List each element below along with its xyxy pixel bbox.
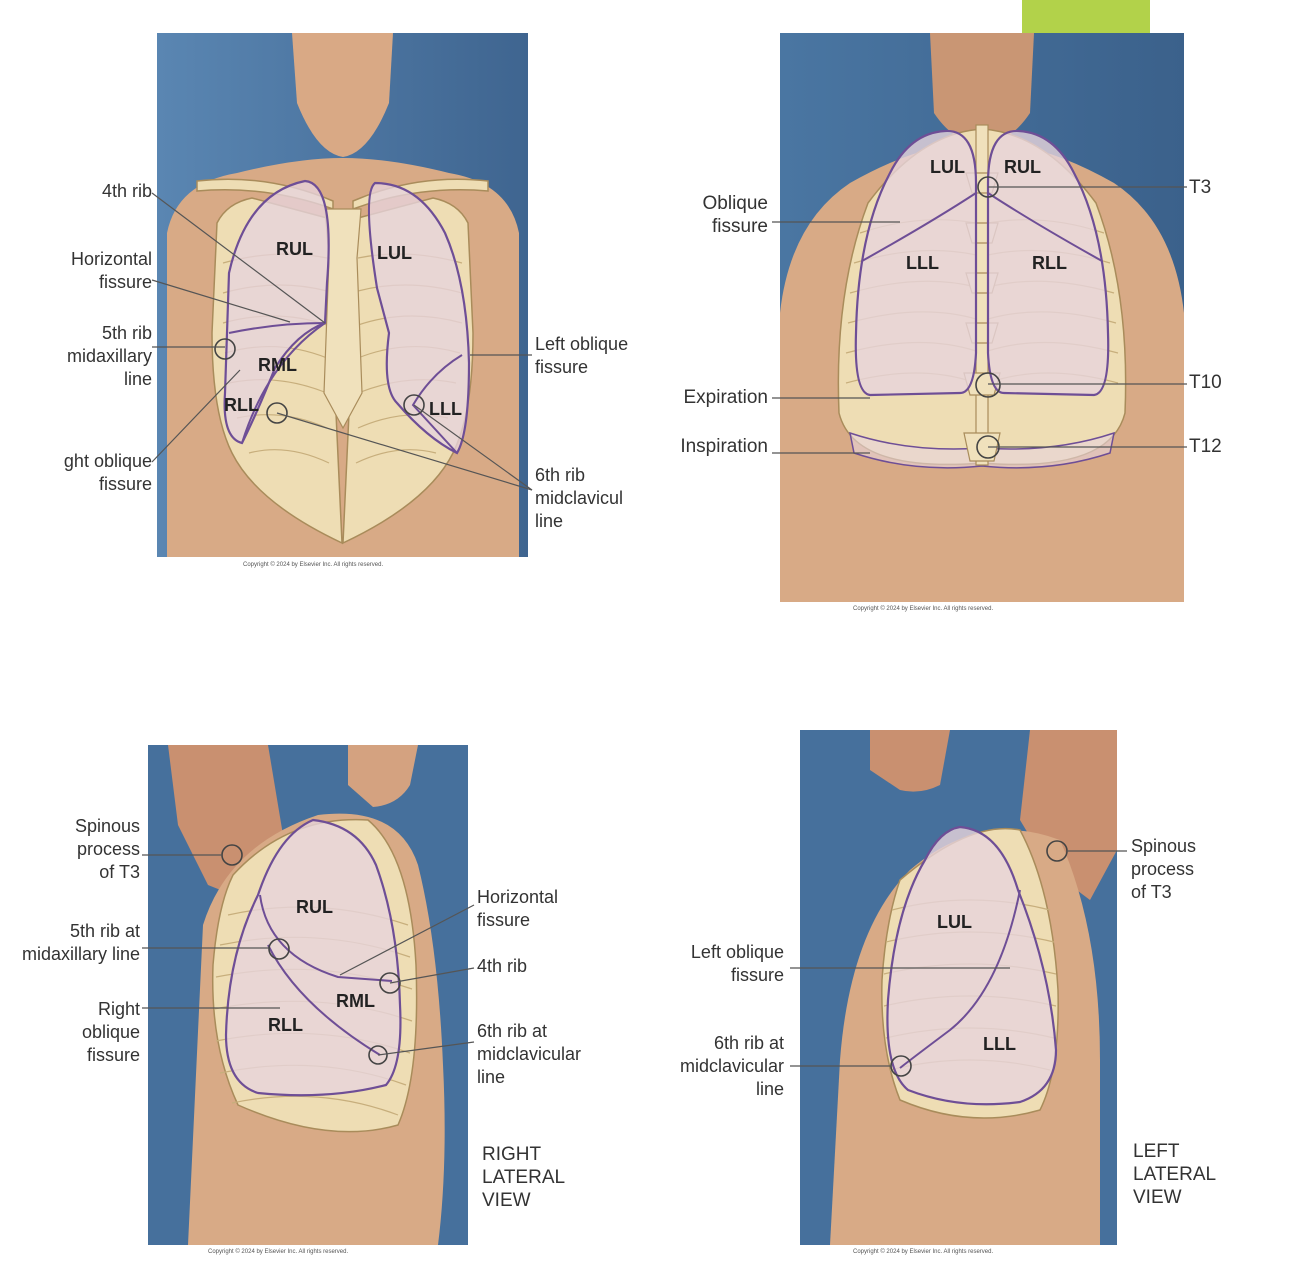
label-t12: T12 [1189,436,1222,457]
rib6-marker [890,1055,912,1077]
label-6th-rib-midclavicular: 6th rib midclavicul line [535,465,624,531]
spinous-t3-marker [221,844,243,866]
posterior-view-image: LUL RUL LLL RLL [780,33,1184,602]
lobe-label: RUL [276,239,313,259]
lobe-label: LLL [429,399,462,419]
lobe-label: RUL [1004,157,1041,177]
rib5-midaxillary-marker [214,338,236,360]
label-t3: T3 [1189,177,1212,198]
lobe-label: RUL [296,897,333,917]
label-spinous-process-t3: Spinous process of T3 [1131,836,1197,902]
label-5th-rib-midaxillary: 5th rib midaxillary line [66,323,152,389]
label-left-oblique-fissure: Left oblique fissure [690,942,784,985]
label-spinous-process-t3: Spinous process of T3 [74,816,140,882]
left-lateral-view-caption: LEFT LATERAL VIEW [1133,1141,1217,1208]
label-left-oblique-fissure: Left oblique fissure [535,334,629,377]
label-6th-rib-midclavicular: 6th rib at midclavicular line [679,1033,784,1099]
label-4th-rib: 4th rib [477,956,528,976]
label-expiration: Expiration [683,387,769,408]
lobe-label: RLL [268,1015,303,1035]
lobe-label: LUL [937,912,972,932]
t10-marker [975,372,1001,398]
label-oblique-fissure: Oblique fissure [702,193,769,237]
lobe-label: LLL [906,253,939,273]
label-horizontal-fissure: Horizontal fissure [70,249,152,292]
rib5-midaxillary-marker [268,938,290,960]
label-horizontal-fissure: Horizontal fissure [477,887,559,930]
right-lateral-view-image: RUL RML RLL [148,745,468,1245]
left-lateral-view-image: LUL LLL [800,730,1117,1245]
lobe-label: LLL [983,1034,1016,1054]
lobe-label: LUL [930,157,965,177]
lobe-label: LUL [377,243,412,263]
label-t10: T10 [1189,372,1222,393]
left-lateral-copyright: Copyright © 2024 by Elsevier Inc. All ri… [853,1249,994,1255]
label-right-oblique-fissure: ght oblique fissure [63,451,152,494]
label-4th-rib: 4th rib [101,181,152,201]
lobe-label: RLL [1032,253,1067,273]
lobe-label: RLL [224,395,259,415]
anterior-view-image: RUL LUL RML RLL LLL [157,33,528,557]
lobe-label: RML [258,355,297,375]
posterior-copyright: Copyright © 2024 by Elsevier Inc. All ri… [853,606,994,612]
label-inspiration: Inspiration [680,436,768,457]
lobe-label: RML [336,991,375,1011]
right-lateral-copyright: Copyright © 2024 by Elsevier Inc. All ri… [208,1249,349,1255]
label-right-oblique-fissure: Right oblique fissure [81,999,140,1065]
right-lateral-view-caption: RIGHT LATERAL VIEW [482,1144,566,1211]
anterior-copyright: Copyright © 2024 by Elsevier Inc. All ri… [243,562,384,568]
label-6th-rib-midclavicular: 6th rib at midclavicular line [477,1021,582,1087]
label-5th-rib-midaxillary: 5th rib at midaxillary line [21,921,140,964]
